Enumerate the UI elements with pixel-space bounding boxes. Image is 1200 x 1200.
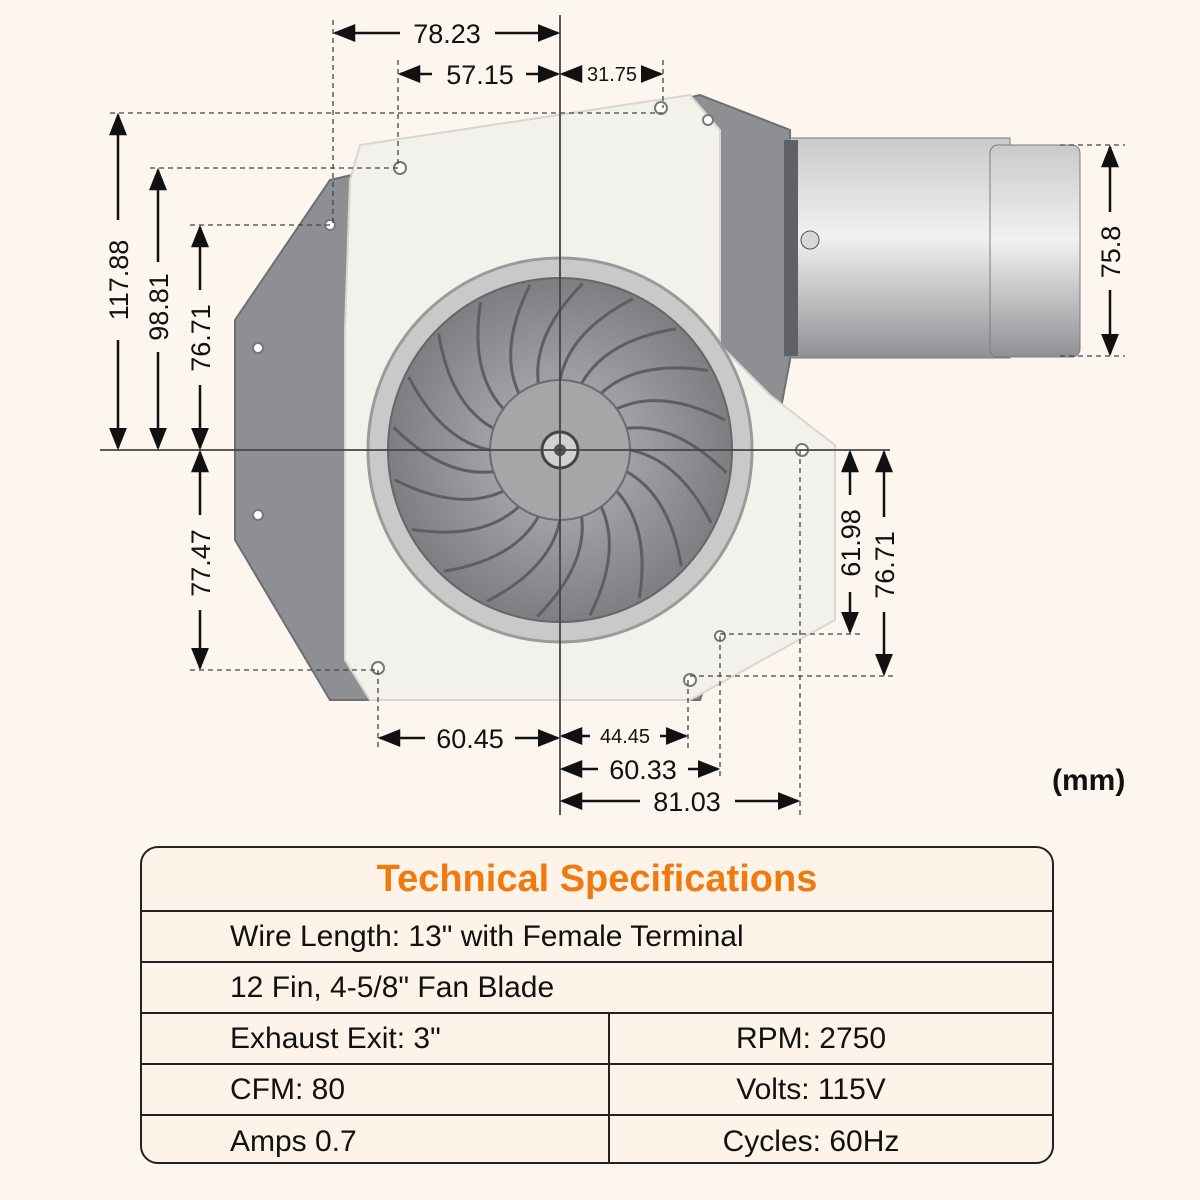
dim-61-98: 61.98	[836, 449, 866, 635]
dim-60-45: 60.45	[377, 724, 561, 754]
reference-lines	[100, 15, 1125, 815]
spec-rpm: RPM: 2750	[735, 1021, 887, 1055]
fan-blade	[509, 283, 532, 395]
spec-wire-length: Wire Length: 13" with Female Terminal	[230, 919, 744, 953]
spec-table: Technical Specifications Wire Length: 13…	[140, 846, 1054, 1164]
spec-amps: Amps 0.7	[142, 1116, 610, 1162]
blower-dimension-diagram: 78.23 57.15 31.75 117.88 98.81 76.71 77.…	[100, 15, 1126, 817]
fan-blade	[615, 490, 644, 599]
spec-cycles: Cycles: 60Hz	[722, 1124, 900, 1158]
dim-label-60-33: 60.33	[609, 755, 677, 785]
dim-label-81-03: 81.03	[653, 787, 721, 817]
dim-117-88: 117.88	[104, 112, 134, 451]
dim-81-03: 81.03	[559, 787, 801, 817]
fan-blade	[588, 505, 611, 617]
fan-blade	[407, 376, 491, 452]
exhaust-outlet	[784, 137, 1081, 359]
dim-label-44-45: 44.45	[600, 726, 650, 748]
dim-label-76-71-upper: 76.71	[186, 304, 216, 372]
mounting-holes	[252, 101, 809, 687]
spec-row-exhaust: Exhaust Exit: 3" RPM: 2750	[142, 1014, 1052, 1065]
dim-label-78-23: 78.23	[413, 19, 481, 49]
dim-76-71-upper: 76.71	[186, 224, 216, 451]
fan-blade	[393, 478, 505, 501]
fan-blade	[580, 327, 677, 385]
fan-blade	[625, 470, 683, 567]
fan-blade	[476, 301, 505, 410]
dim-label-60-45: 60.45	[436, 724, 504, 754]
dim-label-76-71-lower: 76.71	[870, 531, 900, 599]
dim-98-81: 98.81	[144, 167, 174, 451]
dim-57-15: 57.15	[397, 60, 561, 90]
spec-row-fan: 12 Fin, 4-5/8" Fan Blade	[142, 963, 1052, 1014]
spec-fan-blade: 12 Fin, 4-5/8" Fan Blade	[230, 970, 555, 1004]
fan-blade	[626, 426, 728, 474]
fan-blade	[411, 505, 520, 534]
dim-label-57-15: 57.15	[446, 60, 514, 90]
fan-blade	[486, 519, 562, 603]
spec-cfm: CFM: 80	[142, 1065, 610, 1114]
dim-44-45: 44.45	[559, 726, 689, 748]
spec-exhaust-exit: Exhaust Exit: 3"	[142, 1014, 610, 1063]
unit-label: (mm)	[1052, 764, 1126, 797]
fan-blade	[600, 366, 709, 395]
fan-blade	[629, 448, 713, 524]
spec-volts: Volts: 115V	[736, 1072, 886, 1106]
spec-title: Technical Specifications	[142, 848, 1052, 912]
dim-label-61-98: 61.98	[836, 509, 866, 577]
fan-blade	[558, 297, 634, 381]
dim-31-75: 31.75	[559, 64, 664, 86]
spec-row-wire: Wire Length: 13" with Female Terminal	[142, 912, 1052, 963]
dim-label-98-81: 98.81	[144, 273, 174, 341]
fan-blade	[437, 333, 495, 430]
dim-76-71-lower: 76.71	[870, 449, 900, 677]
spec-row-amps: Amps 0.7 Cycles: 60Hz	[142, 1116, 1052, 1162]
dim-label-77-47: 77.47	[186, 529, 216, 597]
dim-label-31-75: 31.75	[587, 64, 637, 86]
dim-75-8: 75.8	[1096, 144, 1126, 357]
dim-77-47: 77.47	[186, 449, 216, 671]
spec-row-cfm: CFM: 80 Volts: 115V	[142, 1065, 1052, 1116]
fan-blade	[536, 282, 584, 384]
dim-label-117-88: 117.88	[104, 240, 134, 321]
dim-60-33: 60.33	[559, 755, 721, 785]
fan-blade	[443, 515, 540, 573]
fan-blade	[392, 426, 494, 474]
dim-78-23: 78.23	[332, 19, 561, 49]
fan-blade	[615, 399, 727, 422]
dim-label-75-8: 75.8	[1096, 226, 1126, 279]
fan-blade	[536, 516, 584, 618]
